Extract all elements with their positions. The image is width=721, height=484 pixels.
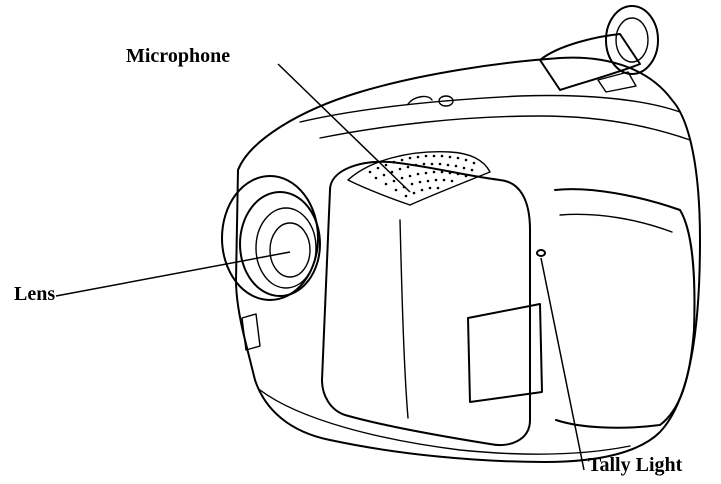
viewfinder-barrel <box>539 33 641 91</box>
top-button <box>438 95 454 107</box>
hand-strap-inner <box>559 213 673 233</box>
viewfinder-eyecup <box>605 5 659 75</box>
microphone-leader-line <box>277 63 411 193</box>
side-grip-block <box>467 303 543 403</box>
base-edge <box>259 389 631 455</box>
tally-light-indicator <box>536 249 546 257</box>
top-accessory-bump <box>407 95 433 105</box>
front-face-inner-line <box>399 219 409 419</box>
lens-ring-inner <box>255 207 317 289</box>
camcorder-body-outline <box>235 56 701 463</box>
microphone-holes <box>368 154 476 198</box>
top-ridge-line <box>299 94 681 123</box>
microphone-grille <box>347 151 491 206</box>
hand-strap <box>554 188 696 429</box>
lens-ring <box>239 191 321 297</box>
viewfinder-strap-tab <box>597 71 637 93</box>
viewfinder-eyepiece <box>615 17 649 63</box>
side-button <box>241 313 261 351</box>
tally-light-leader-line <box>540 257 585 471</box>
lens-glass <box>269 222 311 278</box>
lens-leader-line <box>55 251 291 297</box>
microphone-label: Microphone <box>126 45 231 67</box>
lens-housing-outer <box>221 175 319 301</box>
tally-light-label: Tally Light <box>588 454 683 476</box>
front-face-panel <box>321 160 531 446</box>
top-ridge-line-2 <box>319 115 691 141</box>
lens-label: Lens <box>14 283 56 305</box>
